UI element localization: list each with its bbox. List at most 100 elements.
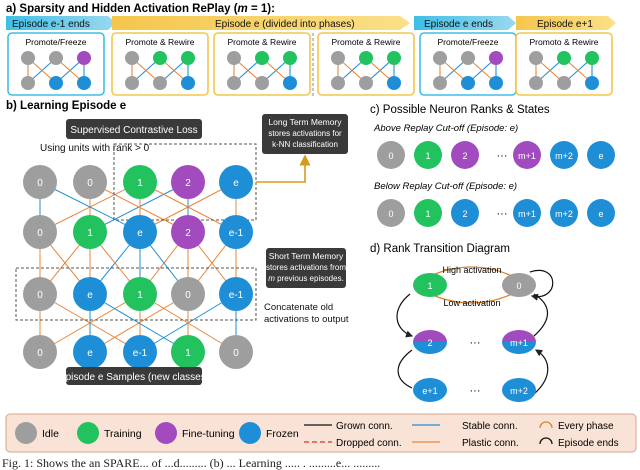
legend-lines: Grown conn. Dropped conn. Stable conn. P…	[304, 421, 519, 449]
neuron	[123, 277, 157, 311]
legend-stable-label: Stable conn.	[462, 421, 518, 432]
legend-idle-label: Idle	[42, 428, 59, 440]
phase-box-label: Promote & Rewire	[126, 37, 195, 47]
rank-neuron-label: m+2	[555, 209, 573, 219]
neuron-rank-label: 0	[37, 348, 43, 359]
phase-neuron	[181, 51, 195, 65]
phase-neuron	[77, 51, 91, 65]
rank-neuron-label: m+2	[555, 151, 573, 161]
neuron	[171, 165, 205, 199]
stm-title: Short Term Memory	[269, 251, 344, 261]
arrow-label-4: Episode e+1	[537, 19, 593, 30]
phase-neuron	[283, 51, 297, 65]
phase-box-label: Promote/Freeze	[438, 37, 499, 47]
legend-states: Idle Training Fine-tuning Frozen	[15, 422, 299, 444]
concat-line-1: Concatenate old	[264, 302, 333, 313]
phase-neuron	[359, 51, 373, 65]
rank-neuron-label: e	[598, 209, 603, 219]
network-connection	[39, 293, 141, 353]
neuron-rank-label: e-1	[229, 228, 244, 239]
phase-neuron	[125, 76, 139, 90]
phase-neuron	[227, 51, 241, 65]
neuron	[123, 215, 157, 249]
network-connections	[39, 181, 237, 353]
neuron	[171, 335, 205, 369]
phase-neuron	[461, 76, 475, 90]
network-connection	[39, 181, 141, 233]
transition-m1-up	[533, 293, 549, 337]
supervised-contrastive-loss-label: Supervised Contrastive Loss	[70, 125, 197, 136]
transition-node-bottom	[413, 390, 447, 402]
arrow-label-2: Episode e (divided into phases)	[215, 19, 355, 30]
neuron-rank-label: 2	[185, 228, 191, 239]
stm-line-2: m previous episodes.	[268, 274, 344, 283]
phase-neuron	[529, 51, 543, 65]
neuron	[171, 277, 205, 311]
phase-neuron	[49, 76, 63, 90]
neuron	[219, 277, 253, 311]
neuron-rank-label: e	[87, 348, 93, 359]
figure-caption: Fig. 1: Shows the an SPARE... of ...d...…	[2, 456, 381, 470]
rank-neuron	[587, 199, 615, 227]
neuron	[23, 335, 57, 369]
neuron-rank-label: 0	[37, 178, 43, 189]
transition-node-bottom	[413, 285, 447, 297]
transition-node-top	[502, 273, 536, 285]
rank-neuron	[550, 141, 578, 169]
phase-neuron	[489, 76, 503, 90]
rank-neuron-label: 2	[462, 209, 467, 219]
legend-dropped-label: Dropped conn.	[336, 438, 402, 449]
ellipsis: ···	[497, 208, 508, 220]
phase-neuron	[387, 51, 401, 65]
neuron-rank-label: 0	[37, 228, 43, 239]
episode-samples-box	[66, 367, 202, 385]
rank-neuron	[513, 141, 541, 169]
ellipsis: ···	[470, 337, 481, 349]
neuron	[219, 215, 253, 249]
transition-2-down	[397, 349, 413, 389]
phase-neuron	[153, 51, 167, 65]
neuron-rank-label: e-1	[229, 290, 244, 301]
phase-neuron	[181, 76, 195, 90]
neuron-rank-label: e	[233, 178, 239, 189]
network-connection	[89, 181, 189, 233]
neuron	[73, 335, 107, 369]
arrow-episode-e-ends	[414, 16, 516, 30]
phase-neuron	[585, 51, 599, 65]
transition-node-top	[413, 330, 447, 342]
neuron-rank-label: 0	[185, 290, 191, 301]
phase-box-label: Promote & Rewire	[228, 37, 297, 47]
ltm-line-1: stores activations for	[268, 129, 342, 138]
high-activation-label: High activation	[442, 265, 501, 275]
legend-finetuning-label: Fine-tuning	[182, 428, 235, 440]
legend-box	[5, 413, 637, 453]
network-connection	[89, 293, 189, 353]
phase-neuron	[255, 76, 269, 90]
legend-every-phase-arc	[539, 421, 553, 429]
loop-zero	[529, 269, 554, 301]
phase-neuron	[557, 76, 571, 90]
phase-neuron	[557, 51, 571, 65]
rank-neuron-label: 1	[425, 209, 430, 219]
phase-neuron	[125, 51, 139, 65]
neuron	[73, 165, 107, 199]
phase-neuron	[529, 76, 543, 90]
neuron	[23, 277, 57, 311]
ltm-line-2: k-NN classification	[272, 140, 338, 149]
low-activation-label: Low activation	[443, 298, 500, 308]
neuron	[219, 165, 253, 199]
section-d-title: d) Rank Transition Diagram	[370, 243, 510, 255]
neuron	[23, 215, 57, 249]
phase-neuron	[461, 51, 475, 65]
rank-neuron	[414, 199, 442, 227]
rank-neuron-label: 0	[388, 151, 393, 161]
phase-neuron	[359, 76, 373, 90]
neuron-rank-label: 1	[87, 228, 93, 239]
ellipsis: ···	[470, 385, 481, 397]
network-connection	[139, 293, 237, 353]
transition-node-label: m+2	[510, 386, 528, 396]
neuron	[171, 215, 205, 249]
transition-node-bottom	[502, 285, 536, 297]
